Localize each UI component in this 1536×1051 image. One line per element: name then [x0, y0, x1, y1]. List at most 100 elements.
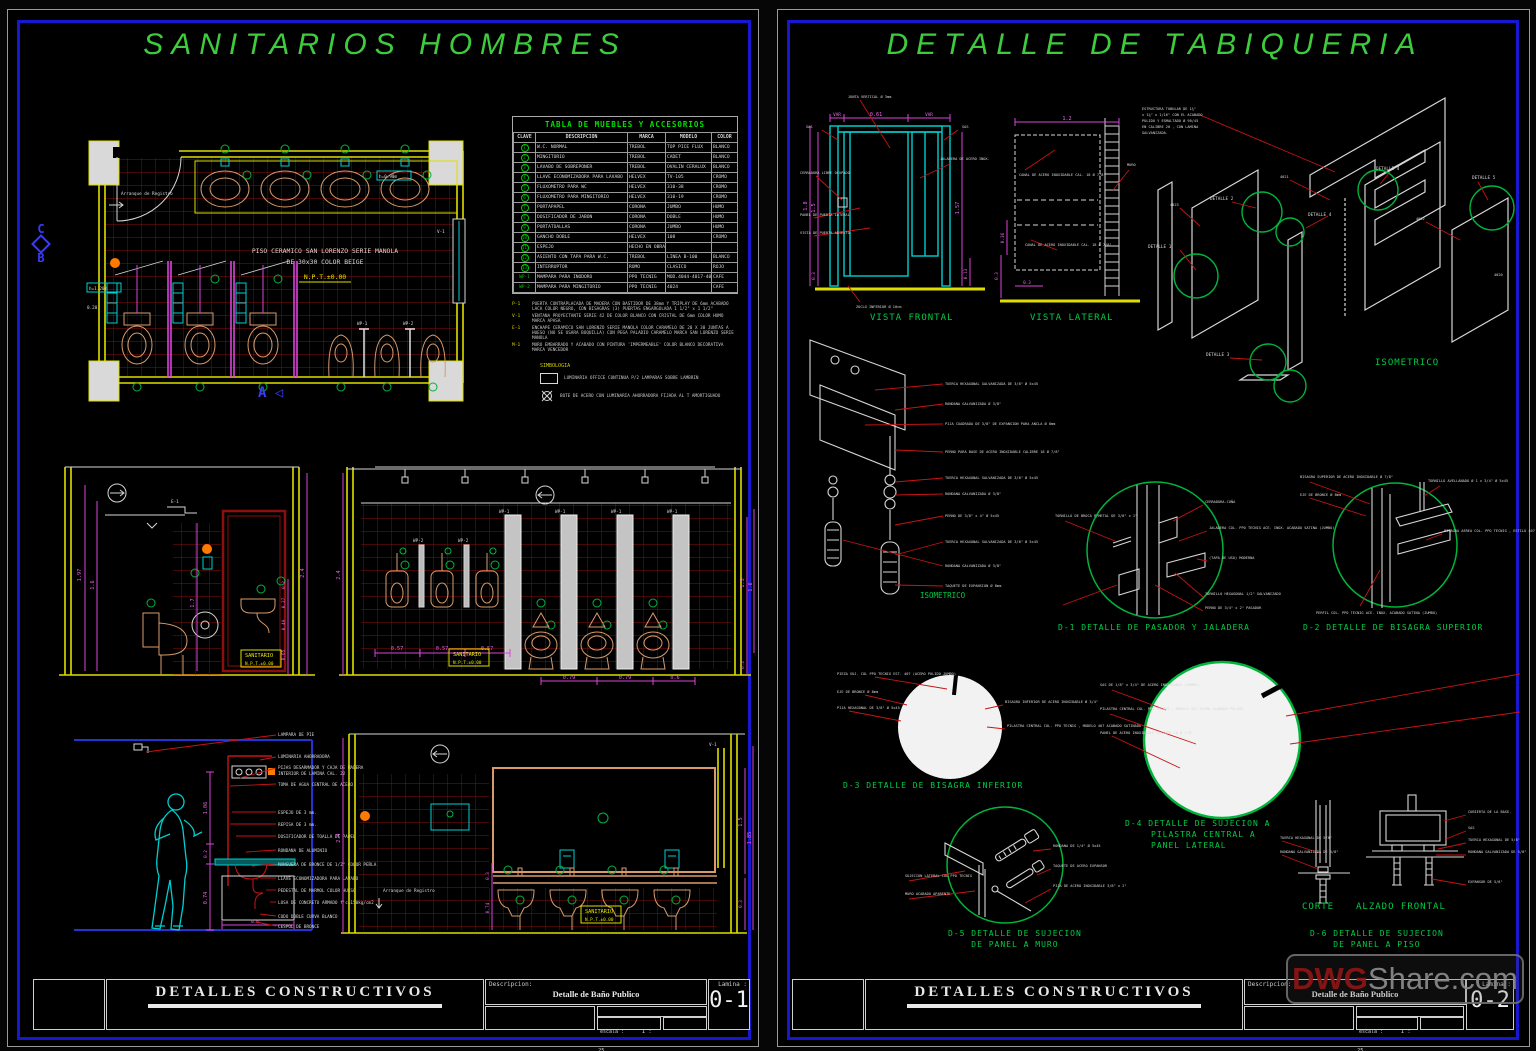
tb-left-desc-box: Descripcion: Detalle de Baño Publico: [485, 979, 707, 1005]
d1-ann-4: TORNILLO HEXAGONAL 1/2" GALVANIZADO: [1205, 592, 1281, 596]
e1-dim-049: 0.49: [281, 619, 287, 630]
e2-dim-079b: 0.79: [619, 675, 632, 681]
plan-wp2-label: WP-2: [403, 321, 414, 327]
d6-right-2: TUERCA HEXAGONAL DE 5/8": [1468, 838, 1520, 842]
tb-left-main-box: DETALLES CONSTRUCTIVOS: [106, 979, 484, 1030]
e1-dim-197: 1.97: [77, 569, 83, 582]
detail-d5: RONDANA DE 1/4" Ø 5x45 TAQUETE DE ACERO …: [905, 806, 1127, 924]
e3-ann-3: INTERIOR DE LAMINA CAL. 22: [278, 771, 346, 777]
tb-right-main-title: DETALLES CONSTRUCTIVOS: [914, 984, 1194, 1000]
e2-dim-057b: 0.57: [436, 646, 449, 652]
plan-floor-note-1: PISO CERAMICO SAN LORENZO SERIE MANOLA: [252, 247, 398, 255]
vf-ann-6: JALADERA DE ACERO INOX.: [940, 157, 990, 161]
d1-ann-0: TORNILLO DE BROCA P/METAL DE 3/8" x 1": [1055, 514, 1137, 518]
iso1-detalle-4b: DETALLE 4: [1376, 166, 1400, 172]
iso2-ann-2: PIJA CUADRADA DE 3/8" DE EXPANSION PARA …: [945, 421, 1055, 426]
plan-floor-note-2: DE 30x30 COLOR BEIGE: [287, 258, 364, 266]
right-sheet-border: [787, 20, 1519, 1040]
col-modelo: MODELO: [665, 132, 712, 143]
tb-right-desc: Detalle de Baño Publico: [1311, 989, 1399, 999]
simbologia-text-2: BOTE DE ACERO CON LUMINARIA AHORRADORA F…: [560, 393, 721, 399]
col-descripcion: DESCRIPCION: [535, 132, 628, 143]
d1-ann-1: CERRADURA-CUÑA: [1205, 499, 1236, 504]
iso2-ann-7: TUERCA HEXAGONAL GALVANIZADA DE 3/8" Ø 5…: [945, 539, 1038, 544]
iso1-label: ISOMETRICO: [1375, 358, 1440, 368]
e1-key-label: E-1: [171, 499, 179, 505]
section-lavabo-person: 1.06 0.2 0.74 0.6 LAMPARA DE PIE LUMINAR…: [74, 732, 377, 931]
d1-label: D-1 DETALLE DE PASADOR Y JALADERA: [1058, 623, 1250, 632]
crossed-circle-icon: [541, 390, 553, 402]
d2-ann-0: BISAGRA SUPERIOR DE ACERO INOXIDABLE Ø 7…: [1300, 474, 1393, 479]
vf-ann-0: JUNTA VERTICAL Ø 3mm: [848, 94, 891, 99]
luminaria-symbol-icon: [540, 373, 558, 384]
vf-dim-18: 1.8: [803, 201, 809, 210]
e3-ann-12: LOSA DE CONCRETO ARMADO f'c=150kg/cm2: [278, 900, 374, 906]
e2-dim-06: 0.6: [670, 675, 679, 681]
iso2-ann-3: PERNO PARA BASE DE ACERO INOXIDABLE CALI…: [945, 449, 1060, 454]
e3-ann-1: LUMINARIA AHORRADORA: [278, 754, 330, 760]
d4-ann-2: PANEL DE ACERO INOXIDABLE CALIBRE 18 Ø 7…: [1100, 730, 1193, 735]
tb-right-escala-box: escala : 1 : 25: [1356, 1017, 1418, 1051]
e3-ann-4: TOMA DE AGUA CENTRAL DE ACERO: [278, 782, 353, 788]
plan-grab-bars: [106, 282, 247, 324]
section-marker-a: A ◁: [258, 386, 283, 400]
vl-dim-12: 1.2: [1062, 116, 1071, 122]
vf-dim-var1: VAR: [833, 112, 841, 118]
tb-left-blank-3: [663, 1017, 707, 1030]
iso1-detalle-2: DETALLE 2: [1210, 196, 1234, 202]
d5-ann-0: RONDANA DE 1/4" Ø 5x45: [1053, 843, 1101, 848]
e4-sinks: [497, 865, 691, 930]
e1-dim-24: 2.4: [300, 568, 306, 577]
d2-ann-1: EJE DE BRONCE Ø 8mm: [1300, 492, 1341, 497]
col-color: COLOR: [711, 132, 738, 143]
tb-right-underline: [907, 1004, 1201, 1008]
alzado-label: ALZADO FRONTAL: [1356, 902, 1446, 912]
e4-dim-15: 1.5: [738, 817, 744, 826]
d5-ann-4: MURO ACABADO APARENTE: [905, 892, 950, 896]
iso1-note-4: GALVANIZADA.: [1142, 131, 1168, 135]
plan-v1-label: V-1: [437, 229, 445, 235]
e3-ann-14: CESPOL DE BRONCE: [278, 924, 320, 930]
e1-dim-065: 0.65: [281, 649, 287, 660]
col-clave: CLAVE: [513, 132, 536, 143]
tb-left-desc-label: Descripcion:: [489, 981, 533, 988]
vf-dim-03: 0.3: [811, 272, 817, 280]
vl-ann-2: MURO: [1127, 163, 1136, 167]
e4-dim-074: 0.74: [485, 902, 491, 913]
vf-dim-061: 0.61: [870, 112, 883, 118]
e3-ann-11: PEDESTAL DE MARMOL COLOR HUESO: [278, 888, 356, 894]
e2-wp1-1: WP-1: [499, 509, 510, 515]
plan-arranque-label: Arranque de Registro: [121, 191, 173, 197]
e2-partitions: WP-1 WP-1 WP-1 WP-1: [499, 509, 690, 670]
e2-wp2-label-1: WP-2: [413, 538, 424, 544]
e3-ann-6: REPISA DE 3 mm.: [278, 822, 317, 828]
plan-toilets: [121, 265, 279, 365]
tb-right-blank-2: [1356, 1006, 1464, 1017]
simbologia-text-1: LUMINARIA OFFICE CONTINUA P/2 LAMPARAS S…: [564, 376, 699, 381]
e4-dim-03b: 0.3: [485, 872, 491, 880]
e4-v1-label: V-1: [709, 742, 717, 748]
tb-right-blank-3: [1420, 1017, 1464, 1030]
detail-d4: SAS DE 1/8" x 3/4" DE ACERO INOXIDABLE (…: [1100, 660, 1521, 820]
iso1-note-1: x 1¼" x 1/16" CON EL ACABADO: [1142, 113, 1203, 118]
d1-ann-3: (TAPA DE USO) MODERNA: [1209, 556, 1255, 560]
d2-label: D-2 DETALLE DE BISAGRA SUPERIOR: [1303, 623, 1484, 632]
tb-left-lamina-number: 0-1: [709, 988, 749, 1013]
